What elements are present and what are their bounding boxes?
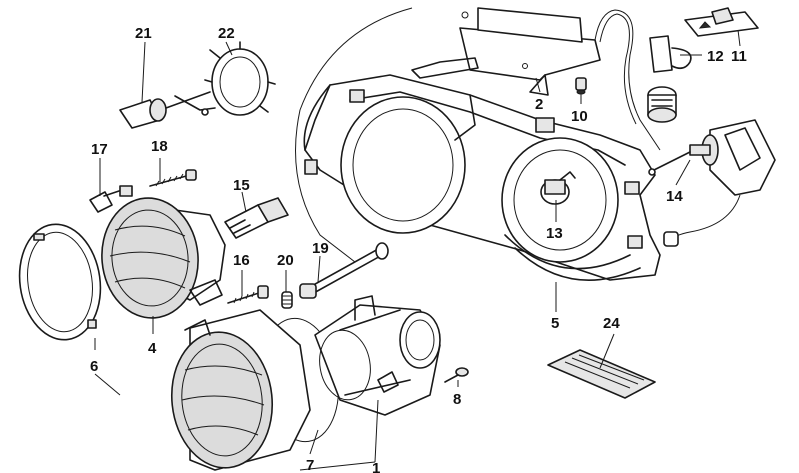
- driving-light-upper: [101, 197, 226, 319]
- callout-21: 21: [135, 25, 152, 42]
- retaining-ring: [204, 41, 276, 116]
- callout-4: 4: [148, 340, 157, 357]
- spring-clip: [281, 291, 293, 309]
- callout-2: 2: [535, 96, 543, 113]
- screw: [444, 367, 469, 383]
- callout-18: 18: [151, 138, 168, 155]
- callout-12: 12: [707, 48, 724, 65]
- headlight-adjuster-motor: [648, 119, 776, 247]
- bulb-socket-connector: [647, 86, 677, 123]
- callout-7: 7: [306, 457, 314, 473]
- bulb-h3: [119, 91, 216, 129]
- callout-14: 14: [666, 188, 683, 205]
- nut: [575, 77, 587, 95]
- wire-harness: [594, 9, 661, 151]
- trim-ring-upper: [18, 223, 102, 341]
- callout-1: 1: [372, 460, 380, 473]
- adjusting-screw-lower: [227, 285, 269, 304]
- adjusting-shaft: [299, 242, 389, 299]
- bulb-holder: [540, 171, 576, 205]
- headlight-carrier-housing: [303, 74, 661, 281]
- leader-lines: [94, 29, 741, 471]
- callout-6: 6: [90, 358, 98, 375]
- bracket: [411, 7, 601, 96]
- callout-15: 15: [233, 177, 250, 194]
- callout-labels: 21 22 17 18 15 16 20 19 4 6 7 1 8 2 10 1…: [90, 25, 747, 473]
- halogen-bulb: [224, 197, 289, 239]
- warning-label-plate: [547, 349, 656, 399]
- callout-22: 22: [218, 25, 235, 42]
- callout-5: 5: [551, 315, 559, 332]
- connector-plug: [684, 7, 759, 37]
- outline-curve: [295, 7, 413, 263]
- clip: [649, 35, 692, 73]
- adjusting-screw-upper: [149, 169, 197, 187]
- callout-13: 13: [546, 225, 563, 242]
- callout-17: 17: [91, 141, 108, 158]
- callout-16: 16: [233, 252, 250, 269]
- headlight-unit-lower: [170, 309, 311, 471]
- reflector-housing: [314, 295, 441, 416]
- parking-light-socket: [89, 185, 133, 213]
- callout-20: 20: [277, 252, 294, 269]
- callout-8: 8: [453, 391, 461, 408]
- callout-11: 11: [731, 48, 747, 65]
- callout-19: 19: [312, 240, 329, 257]
- callout-10: 10: [571, 108, 588, 125]
- callout-24: 24: [603, 315, 620, 332]
